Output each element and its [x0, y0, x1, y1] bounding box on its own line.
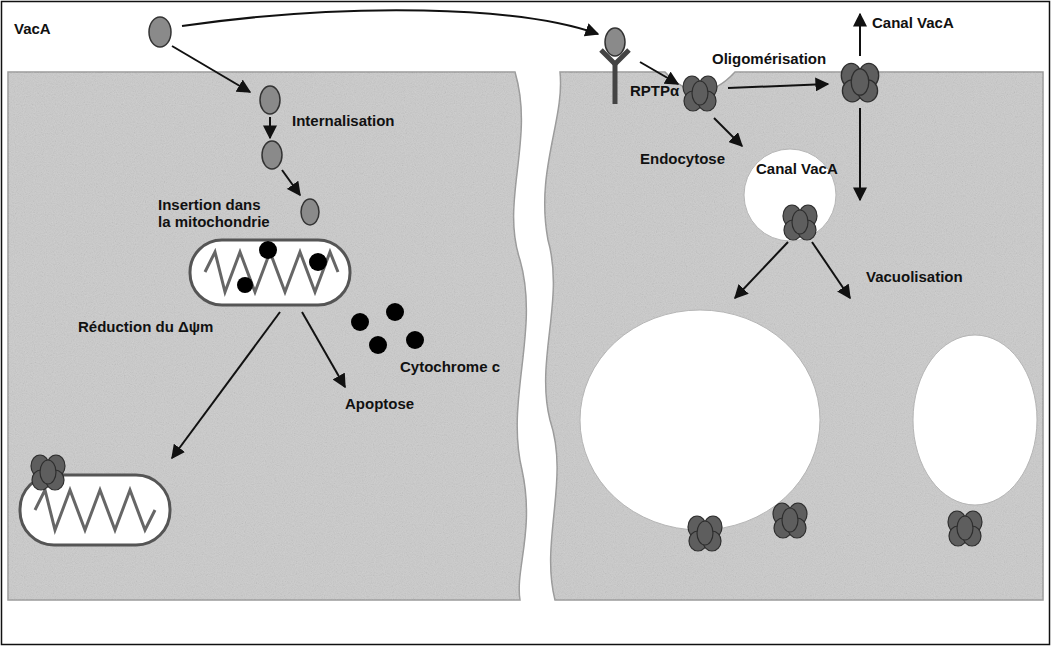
cytochrome-c — [351, 303, 424, 354]
process-label: Réduction du Δψm — [78, 318, 213, 335]
subunit — [782, 508, 798, 532]
process-label: Insertion dans la mitochondrie — [158, 196, 276, 231]
vaca-oligomer — [783, 205, 817, 240]
process-label: Endocytose — [640, 150, 725, 167]
vacuole — [580, 310, 820, 530]
receptor — [601, 50, 629, 104]
process-label: Oligomérisation — [712, 50, 826, 67]
subunit — [851, 69, 869, 95]
subunit — [697, 521, 713, 545]
vaca-oligomer — [688, 516, 722, 551]
texture — [0, 60, 1051, 610]
process-label: Vacuolisation — [866, 268, 963, 285]
vaca-oligomer — [683, 76, 717, 111]
subunit — [40, 460, 56, 484]
subunit — [692, 81, 708, 105]
vaca-oligomer — [948, 511, 982, 546]
receptor-label: RPTPα — [630, 82, 679, 99]
process-label: Internalisation — [292, 112, 395, 129]
process-label: Apoptose — [345, 395, 414, 412]
channel-label: Canal VacA — [756, 160, 838, 177]
toxin-name: VacA — [14, 20, 51, 37]
subunit — [957, 516, 973, 540]
vaca-oligomer — [841, 63, 878, 102]
vacuole — [913, 335, 1037, 505]
vaca-oligomer — [773, 503, 807, 538]
vaca-monomer — [149, 17, 625, 225]
molecule-label: Cytochrome c — [400, 358, 500, 375]
mitochondrion — [190, 240, 350, 305]
arrow — [172, 10, 860, 458]
subunit — [792, 210, 808, 234]
channel-label: Canal VacA — [872, 14, 954, 31]
vaca-oligomer — [31, 455, 65, 490]
